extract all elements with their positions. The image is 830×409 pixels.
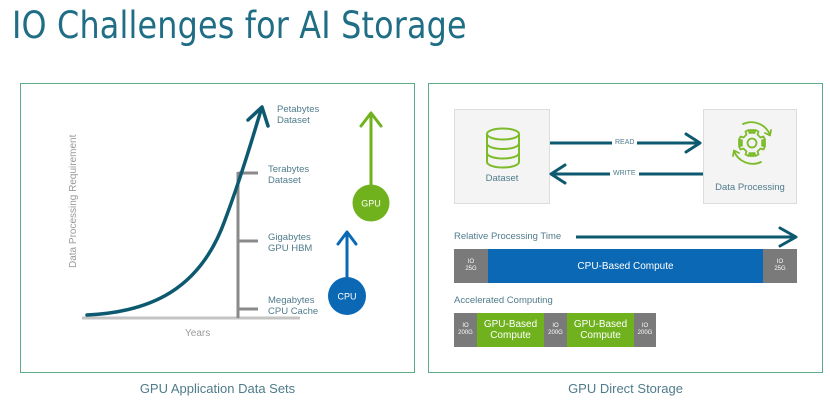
io-segment-line2: 200G <box>458 330 473 336</box>
level-label-petabytes-line1: Petabytes <box>277 104 320 115</box>
right-panel-caption: GPU Direct Storage <box>568 381 683 396</box>
database-icon <box>486 127 520 169</box>
gpu-segment-line1: GPU-Based <box>573 319 628 330</box>
io-segment-line1: IO <box>776 259 784 265</box>
right-panel-frame <box>428 83 823 373</box>
cpu-arrowhead <box>336 230 358 246</box>
gpu-badge-label: GPU <box>361 199 381 209</box>
data-processing-label: Data Processing <box>715 182 785 193</box>
level-label-terabytes-line2: Dataset <box>268 175 301 186</box>
level-label-gigabytes-line1: Gigabytes <box>268 232 311 243</box>
growth-curve <box>85 108 263 317</box>
gpu-segment-line2: Compute <box>580 330 621 341</box>
io-segment-line1: IO <box>462 323 469 329</box>
io-segment-line2: 25G <box>774 266 786 272</box>
level-label-megabytes: Megabytes CPU Cache <box>268 295 318 317</box>
gear-cycle-icon <box>732 121 772 165</box>
io-segment-line1: IO <box>552 323 559 329</box>
read-label: READ <box>612 139 638 146</box>
level-label-terabytes: Terabytes Dataset <box>268 164 309 186</box>
x-axis-label: Years <box>185 328 211 339</box>
growth-curve-arrowhead <box>246 105 270 128</box>
level-label-gigabytes: Gigabytes GPU HBM <box>268 232 312 254</box>
write-label: WRITE <box>610 170 639 177</box>
write-arrowhead <box>549 163 567 185</box>
relative-time-arrowhead <box>778 226 798 248</box>
accelerated-computing-label: Accelerated Computing <box>454 295 553 306</box>
gpu-segment-line2: Compute <box>490 330 531 341</box>
data-processing-card: Data Processing <box>703 109 797 204</box>
level-label-terabytes-line1: Terabytes <box>268 164 310 175</box>
cpu-badge-label: CPU <box>337 292 356 302</box>
level-label-petabytes: Petabytes Dataset <box>277 104 319 126</box>
gpu-arrowhead <box>359 111 383 128</box>
relative-time-label: Relative Processing Time <box>454 231 562 242</box>
gpu-badge <box>352 184 390 222</box>
page-title: IO Challenges for AI Storage <box>12 4 467 47</box>
left-panel-caption: GPU Application Data Sets <box>139 381 296 396</box>
dataset-label: Dataset <box>485 173 519 184</box>
level-label-gigabytes-line2: GPU HBM <box>268 243 313 254</box>
gpu-segment-line1: GPU-Based <box>483 319 538 330</box>
level-label-petabytes-line2: Dataset <box>277 115 310 126</box>
cpu-compute-segment: CPU-Based Compute <box>488 249 763 283</box>
level-label-megabytes-line2: CPU Cache <box>268 306 319 317</box>
io-segment-line2: 200G <box>637 330 653 336</box>
cpu-badge <box>328 277 366 315</box>
level-label-megabytes-line1: Megabytes <box>268 295 315 306</box>
io-segment-line2: 25G <box>465 266 477 272</box>
dataset-card: Dataset <box>454 109 550 204</box>
io-segment-line1: IO <box>467 259 475 265</box>
io-segment-line1: IO <box>641 323 649 329</box>
io-segment-line2: 200G <box>548 330 563 336</box>
read-arrowhead <box>684 132 702 154</box>
left-panel-frame <box>20 83 415 373</box>
